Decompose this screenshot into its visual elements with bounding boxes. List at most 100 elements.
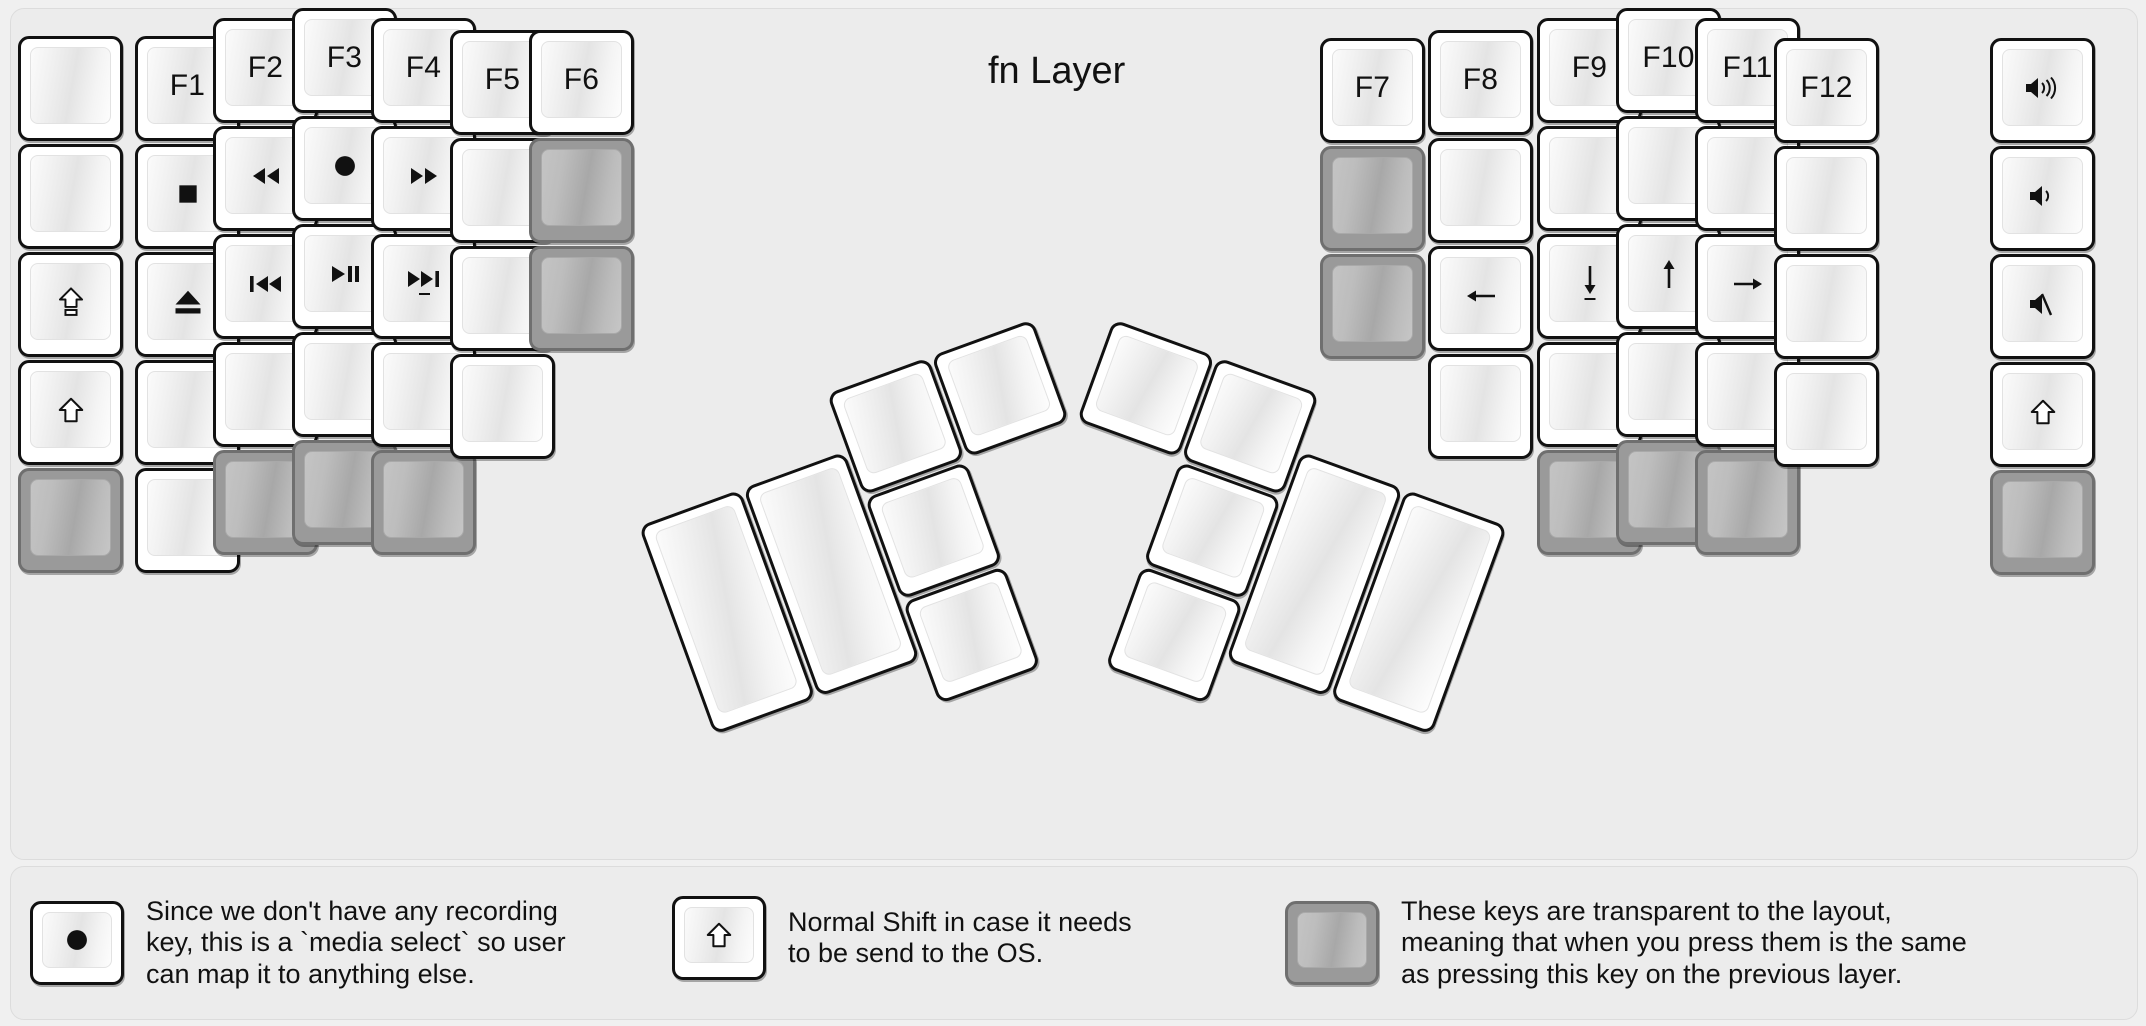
caps-lock-icon <box>56 286 86 318</box>
key-shift[interactable] <box>18 360 123 465</box>
legend-shift-text: Normal Shift in case it needs to be send… <box>788 906 1132 968</box>
media-play-pause-icon <box>328 262 362 286</box>
key-cap <box>1332 157 1413 234</box>
volume-mute-icon <box>2027 291 2059 317</box>
key-volume-up[interactable] <box>1990 38 2095 143</box>
key-cap <box>1440 365 1521 442</box>
legend-transparent-text: These keys are transparent to the layout… <box>1401 896 1967 989</box>
key-transparent[interactable] <box>529 246 634 351</box>
key-cap <box>541 149 622 226</box>
key-label: F4 <box>405 50 442 84</box>
key-cap <box>945 333 1053 438</box>
key-cap <box>1160 475 1267 580</box>
legend-transparent-key-graphic[interactable] <box>1285 900 1379 985</box>
key-cap <box>2002 49 2083 126</box>
key-f8[interactable]: F8 <box>1428 30 1533 135</box>
key-label: F2 <box>247 50 284 84</box>
key-cap <box>30 479 111 556</box>
key-cap <box>1440 149 1521 226</box>
legend-transparent: These keys are transparent to the layout… <box>1285 896 1967 990</box>
key-blank[interactable] <box>1428 354 1533 459</box>
key-cap <box>462 365 543 442</box>
key-label: F9 <box>1571 50 1608 84</box>
key-cap <box>879 475 986 580</box>
legend-record-key-graphic[interactable] <box>30 900 124 985</box>
key-cap: F4 <box>383 29 464 106</box>
key-cap <box>2002 265 2083 342</box>
key-cap <box>841 371 948 476</box>
key-label: F8 <box>1462 62 1499 96</box>
shift-icon <box>56 395 86 425</box>
key-arrow-left[interactable] <box>1428 246 1533 351</box>
arrow-up-icon <box>1658 257 1680 291</box>
key-shift[interactable] <box>1990 362 2095 467</box>
key-label: F10 <box>1642 40 1695 74</box>
key-transparent[interactable] <box>529 138 634 243</box>
key-transparent[interactable] <box>1990 470 2095 575</box>
key-cap <box>1786 265 1867 342</box>
key-cap <box>2002 157 2083 234</box>
key-transparent[interactable] <box>371 450 476 555</box>
key-cap <box>1440 257 1521 334</box>
key-cap <box>30 371 111 448</box>
key-cap <box>684 907 754 963</box>
key-cap <box>1786 373 1867 450</box>
page-title: fn Layer <box>988 50 1126 92</box>
key-volume-mute[interactable] <box>1990 254 2095 359</box>
media-stop-icon <box>175 181 201 207</box>
key-cap <box>1297 911 1367 968</box>
arrow-right-icon <box>1731 273 1765 295</box>
key-blank[interactable] <box>18 144 123 249</box>
key-f12[interactable]: F12 <box>1774 38 1879 143</box>
key-transparent[interactable] <box>18 468 123 573</box>
media-rewind-icon <box>249 164 283 188</box>
key-caps-lock[interactable] <box>18 252 123 357</box>
key-transparent[interactable] <box>1320 146 1425 251</box>
legend-shift-key <box>672 896 766 980</box>
media-record-icon <box>331 152 359 180</box>
key-blank[interactable] <box>18 36 123 141</box>
key-blank[interactable] <box>450 354 555 459</box>
key-f7[interactable]: F7 <box>1320 38 1425 143</box>
key-cap <box>1707 461 1788 538</box>
key-cap <box>541 257 622 334</box>
key-blank[interactable] <box>1428 138 1533 243</box>
key-transparent[interactable] <box>1695 450 1800 555</box>
volume-down-icon <box>2027 183 2059 209</box>
media-record-icon <box>63 926 91 954</box>
key-cap <box>383 461 464 538</box>
key-cap: F11 <box>1707 29 1788 106</box>
key-volume-down[interactable] <box>1990 146 2095 251</box>
legend-shift-key-graphic[interactable] <box>672 896 766 980</box>
key-cap <box>30 263 111 340</box>
key-cap <box>2002 373 2083 450</box>
media-eject-icon <box>173 288 203 316</box>
key-cap <box>30 47 111 124</box>
key-label: F1 <box>169 68 206 102</box>
key-blank[interactable] <box>1774 362 1879 467</box>
key-cap <box>2002 481 2083 558</box>
key-f6[interactable]: F6 <box>529 30 634 135</box>
key-cap: F6 <box>541 41 622 118</box>
key-transparent[interactable] <box>1320 254 1425 359</box>
legend-panel <box>10 866 2138 1020</box>
key-cap <box>1332 265 1413 342</box>
key-label: F5 <box>484 62 521 96</box>
media-previous-icon <box>247 272 285 296</box>
legend-shift: Normal Shift in case it needs to be send… <box>672 896 1132 980</box>
legend-record-text: Since we don't have any recording key, t… <box>146 896 566 989</box>
shift-icon <box>704 920 734 950</box>
key-blank[interactable] <box>1774 146 1879 251</box>
volume-up-icon <box>2023 75 2063 101</box>
key-label: F7 <box>1354 70 1391 104</box>
key-cap <box>1093 333 1201 438</box>
legend-transparent-key <box>1285 900 1379 985</box>
key-cap <box>30 155 111 232</box>
key-cap: F12 <box>1786 49 1867 126</box>
legend-record-key <box>30 900 124 985</box>
arrow-down-icon <box>1579 264 1601 304</box>
key-blank[interactable] <box>1774 254 1879 359</box>
key-label: F3 <box>326 40 363 74</box>
arrow-left-icon <box>1464 285 1498 307</box>
